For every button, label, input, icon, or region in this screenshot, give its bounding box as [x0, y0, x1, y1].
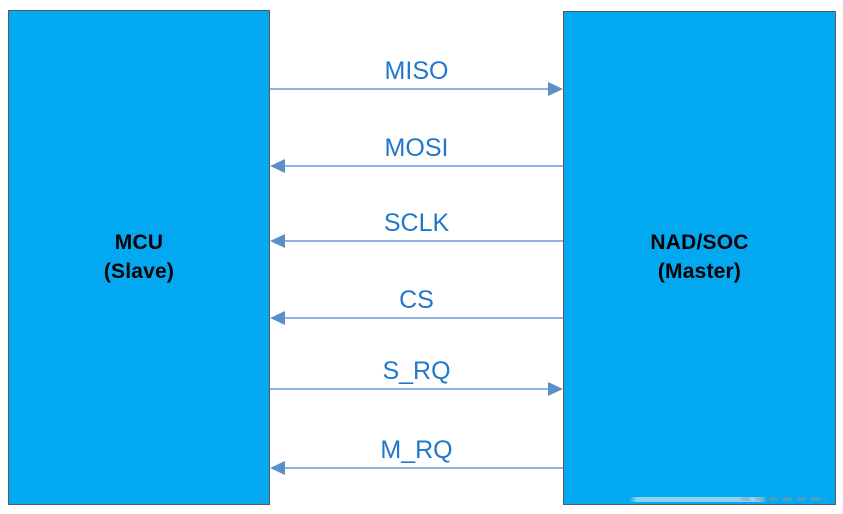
signal-line: [270, 388, 549, 390]
signal-label: SCLK: [383, 209, 450, 237]
node-mcu-role: (Slave): [103, 259, 175, 283]
signal-label: CS: [399, 286, 434, 314]
signal-line: [284, 317, 563, 319]
signal-label: MOSI: [384, 134, 449, 162]
arrowhead-left-icon: [270, 159, 285, 173]
arrowhead-right-icon: [548, 82, 563, 96]
signal-label: M_RQ: [380, 436, 453, 464]
node-nad-title: NAD/SOC: [650, 231, 749, 255]
arrowhead-right-icon: [548, 382, 563, 396]
scan-artifact-dashes: [741, 497, 827, 501]
signal-line: [284, 467, 563, 469]
arrowhead-left-icon: [270, 234, 285, 248]
signal-label: S_RQ: [382, 357, 451, 385]
signal-line: [270, 88, 549, 90]
arrowhead-left-icon: [270, 461, 285, 475]
signal-line: [284, 240, 563, 242]
arrowhead-left-icon: [270, 311, 285, 325]
node-nad-role: (Master): [657, 260, 742, 283]
signal-line: [284, 165, 563, 167]
scan-artifact: [564, 497, 835, 502]
node-nad[interactable]: NAD/SOC (Master): [563, 11, 836, 505]
node-mcu[interactable]: MCU (Slave): [8, 10, 270, 505]
signal-label: MISO: [384, 57, 449, 85]
node-mcu-title: MCU: [114, 230, 164, 254]
